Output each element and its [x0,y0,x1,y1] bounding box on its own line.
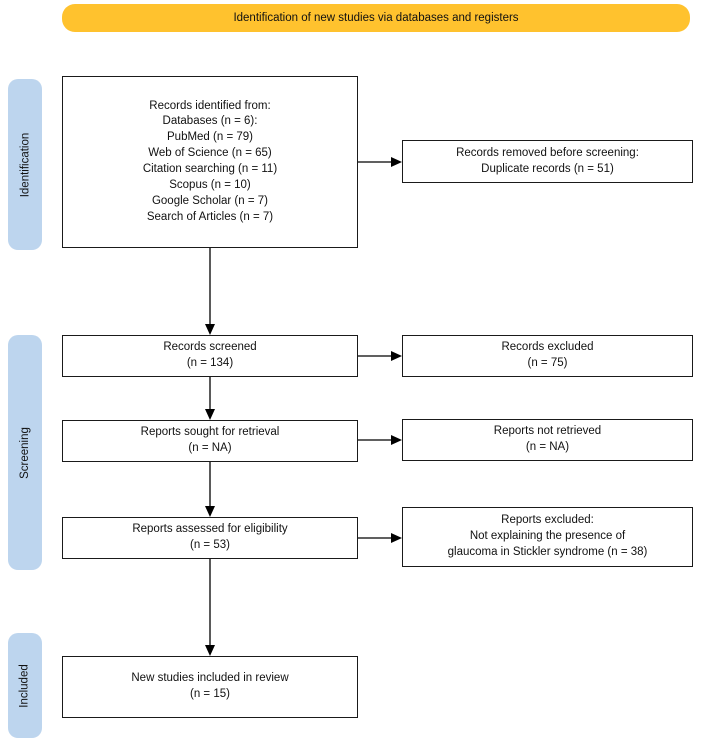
phase-label-identification-text: Identification [19,132,32,197]
arrow-identified-to-screened [205,248,215,335]
arrow-assessed-to-included [205,559,215,656]
box-reports-assessed: Reports assessed for eligibility (n = 53… [62,517,358,559]
arrow-identified-to-removed [358,157,402,167]
box-reports-excluded: Reports excluded: Not explaining the pre… [402,507,693,567]
box-new-studies-included: New studies included in review (n = 15) [62,656,358,718]
phase-label-identification: Identification [8,79,42,250]
box-records-screened: Records screened (n = 134) [62,335,358,377]
phase-label-included-text: Included [19,663,32,708]
arrow-assessed-to-reports-excluded [358,533,402,543]
arrow-screened-to-excluded [358,351,402,361]
box-records-removed-before-screening: Records removed before screening: Duplic… [402,140,693,183]
phase-label-screening: Screening [8,335,42,570]
arrow-screened-to-sought [205,377,215,420]
box-records-excluded: Records excluded (n = 75) [402,335,693,377]
arrow-sought-to-assessed [205,462,215,517]
box-reports-sought: Reports sought for retrieval (n = NA) [62,420,358,462]
box-records-identified: Records identified from: Databases (n = … [62,76,358,248]
box-reports-not-retrieved: Reports not retrieved (n = NA) [402,419,693,461]
phase-label-included: Included [8,633,42,738]
banner-identification-of-new-studies: Identification of new studies via databa… [62,4,690,32]
arrow-sought-to-not-retrieved [358,435,402,445]
phase-label-screening-text: Screening [19,426,32,479]
